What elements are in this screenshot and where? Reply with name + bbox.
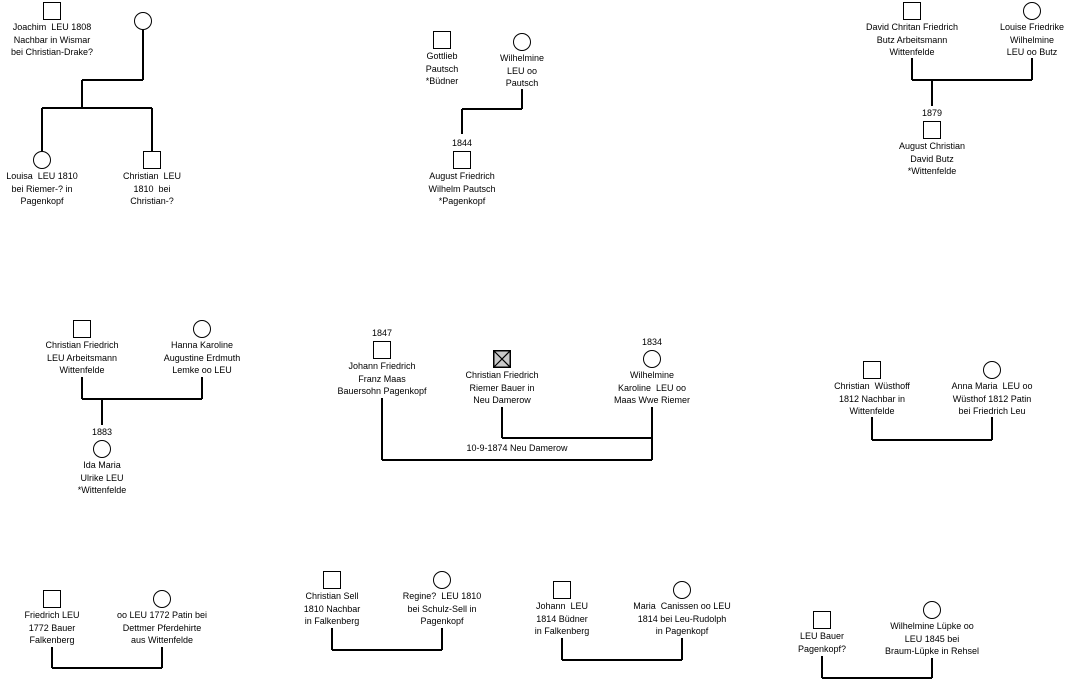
person-label: Maria Canissen oo LEU 1814 bei Leu-Rudol… [633, 601, 731, 636]
person-label: LEU Bauer Pagenkopf? [797, 631, 847, 654]
connector-line [462, 108, 522, 110]
person-label: Johann Friedrich Franz Maas Bauersohn Pa… [337, 361, 427, 396]
male-symbol [373, 341, 391, 359]
person-label: Christian Friedrich Riemer Bauer in Neu … [465, 370, 539, 405]
connector-line [931, 80, 933, 106]
connector-line [161, 647, 163, 668]
female-symbol [134, 12, 152, 30]
connector-line [82, 79, 143, 81]
connector-line [381, 398, 383, 460]
person-label: Christian Friedrich LEU Arbeitsmann Witt… [45, 340, 119, 375]
connector-line [82, 398, 202, 400]
person-label: Louise Friedrike Wilhelmine LEU oo Butz [999, 22, 1065, 57]
person-label: Anna Maria LEU oo Wüsthof 1812 Patin bei… [951, 381, 1033, 416]
connector-line [911, 58, 913, 80]
male-symbol [433, 31, 451, 49]
connector-line [51, 647, 53, 668]
connector-line [871, 417, 873, 440]
connector-line [461, 109, 463, 134]
female-symbol [983, 361, 1001, 379]
female-symbol [153, 590, 171, 608]
person-label: oo LEU 1772 Patin bei Dettmer Pferdehirt… [116, 610, 208, 645]
connector-line [872, 439, 992, 441]
male-symbol [143, 151, 161, 169]
person-label: Wilhelmine Karoline LEU oo Maas Wwe Riem… [613, 370, 691, 405]
connector-line [822, 677, 932, 679]
connector-line [151, 108, 153, 151]
person-label: Christian Wüsthoff 1812 Nachbar in Witte… [834, 381, 910, 416]
female-symbol [1023, 2, 1041, 20]
person-label: August Friedrich Wilhelm Pautsch *Pagenk… [428, 171, 496, 206]
connector-line [521, 89, 523, 109]
person-label: August Christian David Butz *Wittenfelde [898, 141, 966, 176]
person-label: Ida Maria Ulrike LEU *Wittenfelde [77, 460, 127, 495]
male-symbol [323, 571, 341, 589]
connector-line [52, 667, 162, 669]
female-symbol [193, 320, 211, 338]
marriage-label: 10-9-1874 Neu Damerow [466, 443, 568, 453]
female-symbol [433, 571, 451, 589]
male-symbol [863, 361, 881, 379]
female-symbol [513, 33, 531, 51]
connector-line [931, 658, 933, 678]
connector-line [332, 649, 442, 651]
connector-line [441, 628, 443, 650]
person-label: Christian LEU 1810 bei Christian-? [122, 171, 182, 206]
connector-line [562, 659, 682, 661]
male-symbol [73, 320, 91, 338]
connector-line [821, 656, 823, 678]
connector-line [681, 638, 683, 660]
male-symbol [453, 151, 471, 169]
female-symbol [93, 440, 111, 458]
person-label: David Chritan Friedrich Butz Arbeitsmann… [865, 22, 959, 57]
male-deceased-symbol [493, 350, 511, 368]
birth-year: 1847 [371, 328, 393, 338]
person-label: Hanna Karoline Augustine Erdmuth Lemke o… [163, 340, 241, 375]
person-label: Christian Sell 1810 Nachbar in Falkenber… [303, 591, 361, 626]
male-symbol [553, 581, 571, 599]
person-label: Joachim LEU 1808 Nachbar in Wismar bei C… [10, 22, 94, 57]
connector-line [81, 80, 83, 108]
female-symbol [33, 151, 51, 169]
connector-line [561, 638, 563, 660]
person-label: Johann LEU 1814 Büdner in Falkenberg [534, 601, 590, 636]
connector-line [101, 399, 103, 425]
connector-line [1031, 58, 1033, 80]
person-label: Regine? LEU 1810 bei Schulz-Sell in Page… [402, 591, 482, 626]
female-symbol [923, 601, 941, 619]
person-label: Friedrich LEU 1772 Bauer Falkenberg [24, 610, 80, 645]
female-symbol [673, 581, 691, 599]
birth-year: 1879 [921, 108, 943, 118]
connector-line [142, 30, 144, 80]
female-symbol [643, 350, 661, 368]
connector-line [502, 437, 652, 439]
connector-line [912, 79, 1032, 81]
connector-line [331, 628, 333, 650]
connector-line [42, 107, 152, 109]
birth-year: 1883 [91, 427, 113, 437]
connector-line [382, 459, 652, 461]
connector-line [81, 377, 83, 399]
person-label: Louisa LEU 1810 bei Riemer-? in Pagenkop… [6, 171, 78, 206]
male-symbol [923, 121, 941, 139]
birth-year: 1844 [451, 138, 473, 148]
person-label: Gottlieb Pautsch *Büdner [425, 51, 459, 86]
male-symbol [903, 2, 921, 20]
connector-line [501, 407, 503, 438]
birth-year: 1834 [641, 337, 663, 347]
connector-line [991, 417, 993, 440]
connector-line [201, 377, 203, 399]
male-symbol [813, 611, 831, 629]
connector-line [41, 108, 43, 151]
male-symbol [43, 590, 61, 608]
male-symbol [43, 2, 61, 20]
connector-line [651, 407, 653, 460]
person-label: Wilhelmine LEU oo Pautsch [499, 53, 545, 88]
person-label: Wilhelmine Lüpke oo LEU 1845 bei Braum-L… [884, 621, 980, 656]
